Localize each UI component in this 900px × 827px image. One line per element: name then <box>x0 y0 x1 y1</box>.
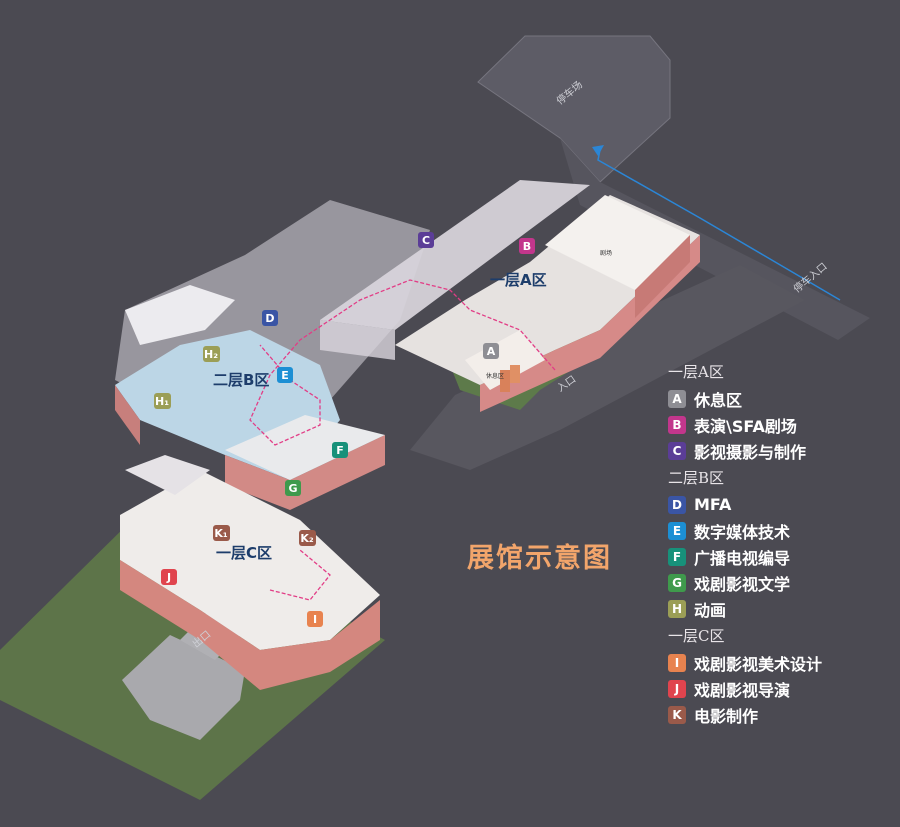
legend-item-label: 戏剧影视美术设计 <box>694 654 823 674</box>
zone-a-label: 一层A区 <box>490 271 547 289</box>
legend-item-label: 戏剧影视导演 <box>694 680 791 700</box>
tag-k1-label: K₁ <box>214 527 228 540</box>
svg-text:A: A <box>487 345 496 358</box>
legend-badge: E <box>668 521 686 540</box>
tag-e <box>277 367 293 383</box>
legend-item: J 戏剧影视导演 <box>668 677 893 700</box>
zone-b-label: 二层B区 <box>213 371 269 389</box>
zone-c-label: 一层C区 <box>216 544 272 562</box>
building-b-roof <box>125 285 235 345</box>
legend-section-title: 一层A区 <box>668 363 724 381</box>
tag-k1 <box>213 525 230 541</box>
page-title: 展馆示意图 <box>467 543 612 574</box>
building-b-wing <box>225 415 385 480</box>
building-b-front <box>225 435 385 510</box>
svg-text:I: I <box>313 613 317 626</box>
legend-item: I 戏剧影视美术设计 <box>668 651 893 674</box>
legend-item: K 电影制作 <box>668 703 893 726</box>
svg-text:C: C <box>422 234 430 247</box>
legend-badge: F <box>668 547 686 566</box>
legend-section: 二层B区 D MFA E 数字媒体技术 F 广播电视编导 G 戏剧影视文学 H 动画 <box>668 468 893 620</box>
road <box>560 138 870 340</box>
legend-badge: K <box>668 705 686 724</box>
legend-item-label: 表演\SFA剧场 <box>694 416 797 436</box>
legend-item-label: 动画 <box>694 600 727 620</box>
legend-section-title: 一层C区 <box>668 627 725 645</box>
svg-text:D: D <box>265 312 274 325</box>
exit-road <box>122 635 245 740</box>
legend-item-label: 数字媒体技术 <box>694 522 791 542</box>
svg-text:G: G <box>288 482 297 495</box>
route-arrow <box>592 145 604 156</box>
legend-badge: C <box>668 441 686 460</box>
rest-pillar-2 <box>510 365 520 383</box>
legend-item: D MFA <box>668 493 893 516</box>
legend-section-title: 二层B区 <box>668 469 725 487</box>
building-b-left <box>115 385 140 445</box>
tag-h2-label: H₂ <box>204 348 218 361</box>
legend-item: H 动画 <box>668 597 893 620</box>
legend-item-label: MFA <box>694 495 732 514</box>
theatre-wall <box>635 235 690 318</box>
legend-item-label: 戏剧影视文学 <box>694 574 791 594</box>
building-c-wall <box>120 560 380 690</box>
building-c-roof <box>125 455 210 495</box>
legend-item-label: 影视摄影与制作 <box>694 442 807 462</box>
tag-j <box>161 569 177 585</box>
svg-text:E: E <box>281 369 289 382</box>
legend: 一层A区 A 休息区 B 表演\SFA剧场 C 影视摄影与制作二层B区 D MFA E 数字媒体技术… <box>668 362 893 732</box>
legend-badge: H <box>668 599 686 618</box>
rest-area-label: 休息区 <box>486 372 504 380</box>
tag-c <box>418 232 434 248</box>
visitor-route <box>249 279 556 601</box>
legend-badge: G <box>668 573 686 592</box>
tag-k2-label: K₂ <box>300 532 314 545</box>
legend-badge: B <box>668 415 686 434</box>
parking-lot <box>477 35 671 183</box>
legend-item-label: 电影制作 <box>694 706 759 726</box>
tag-k2 <box>299 530 316 546</box>
svg-text:J: J <box>166 571 171 584</box>
legend-badge: I <box>668 653 686 672</box>
parking-route-line <box>597 149 841 301</box>
rest-area-block <box>465 330 545 390</box>
legend-item: B 表演\SFA剧场 <box>668 413 893 436</box>
legend-section: 一层C区 I 戏剧影视美术设计 J 戏剧影视导演 K 电影制作 <box>668 626 893 726</box>
legend-badge: D <box>668 495 686 514</box>
legend-badge: J <box>668 679 686 698</box>
tag-g <box>285 480 301 496</box>
rest-pillar <box>500 370 510 392</box>
legend-item-label: 广播电视编导 <box>694 548 791 568</box>
tag-i <box>307 611 323 627</box>
tag-h1 <box>154 393 171 409</box>
tag-h2 <box>203 346 220 362</box>
legend-item-label: 休息区 <box>694 390 743 410</box>
plaza <box>410 265 805 470</box>
legend-section: 一层A区 A 休息区 B 表演\SFA剧场 C 影视摄影与制作 <box>668 362 893 462</box>
legend-item: E 数字媒体技术 <box>668 519 893 542</box>
legend-item: F 广播电视编导 <box>668 545 893 568</box>
theatre-label: 剧场 <box>600 249 612 257</box>
legend-item: G 戏剧影视文学 <box>668 571 893 594</box>
legend-item: A 休息区 <box>668 387 893 410</box>
tag-a <box>483 343 499 359</box>
svg-text:F: F <box>336 444 344 457</box>
tag-d <box>262 310 278 326</box>
svg-text:B: B <box>523 240 531 253</box>
tag-f <box>332 442 348 458</box>
building-c-body <box>120 470 380 650</box>
legend-badge: A <box>668 389 686 408</box>
legend-item: C 影视摄影与制作 <box>668 439 893 462</box>
theatre-block <box>545 195 690 290</box>
tag-h1-label: H₁ <box>155 395 169 408</box>
tag-b <box>519 238 535 254</box>
building-a-wall <box>480 235 700 412</box>
